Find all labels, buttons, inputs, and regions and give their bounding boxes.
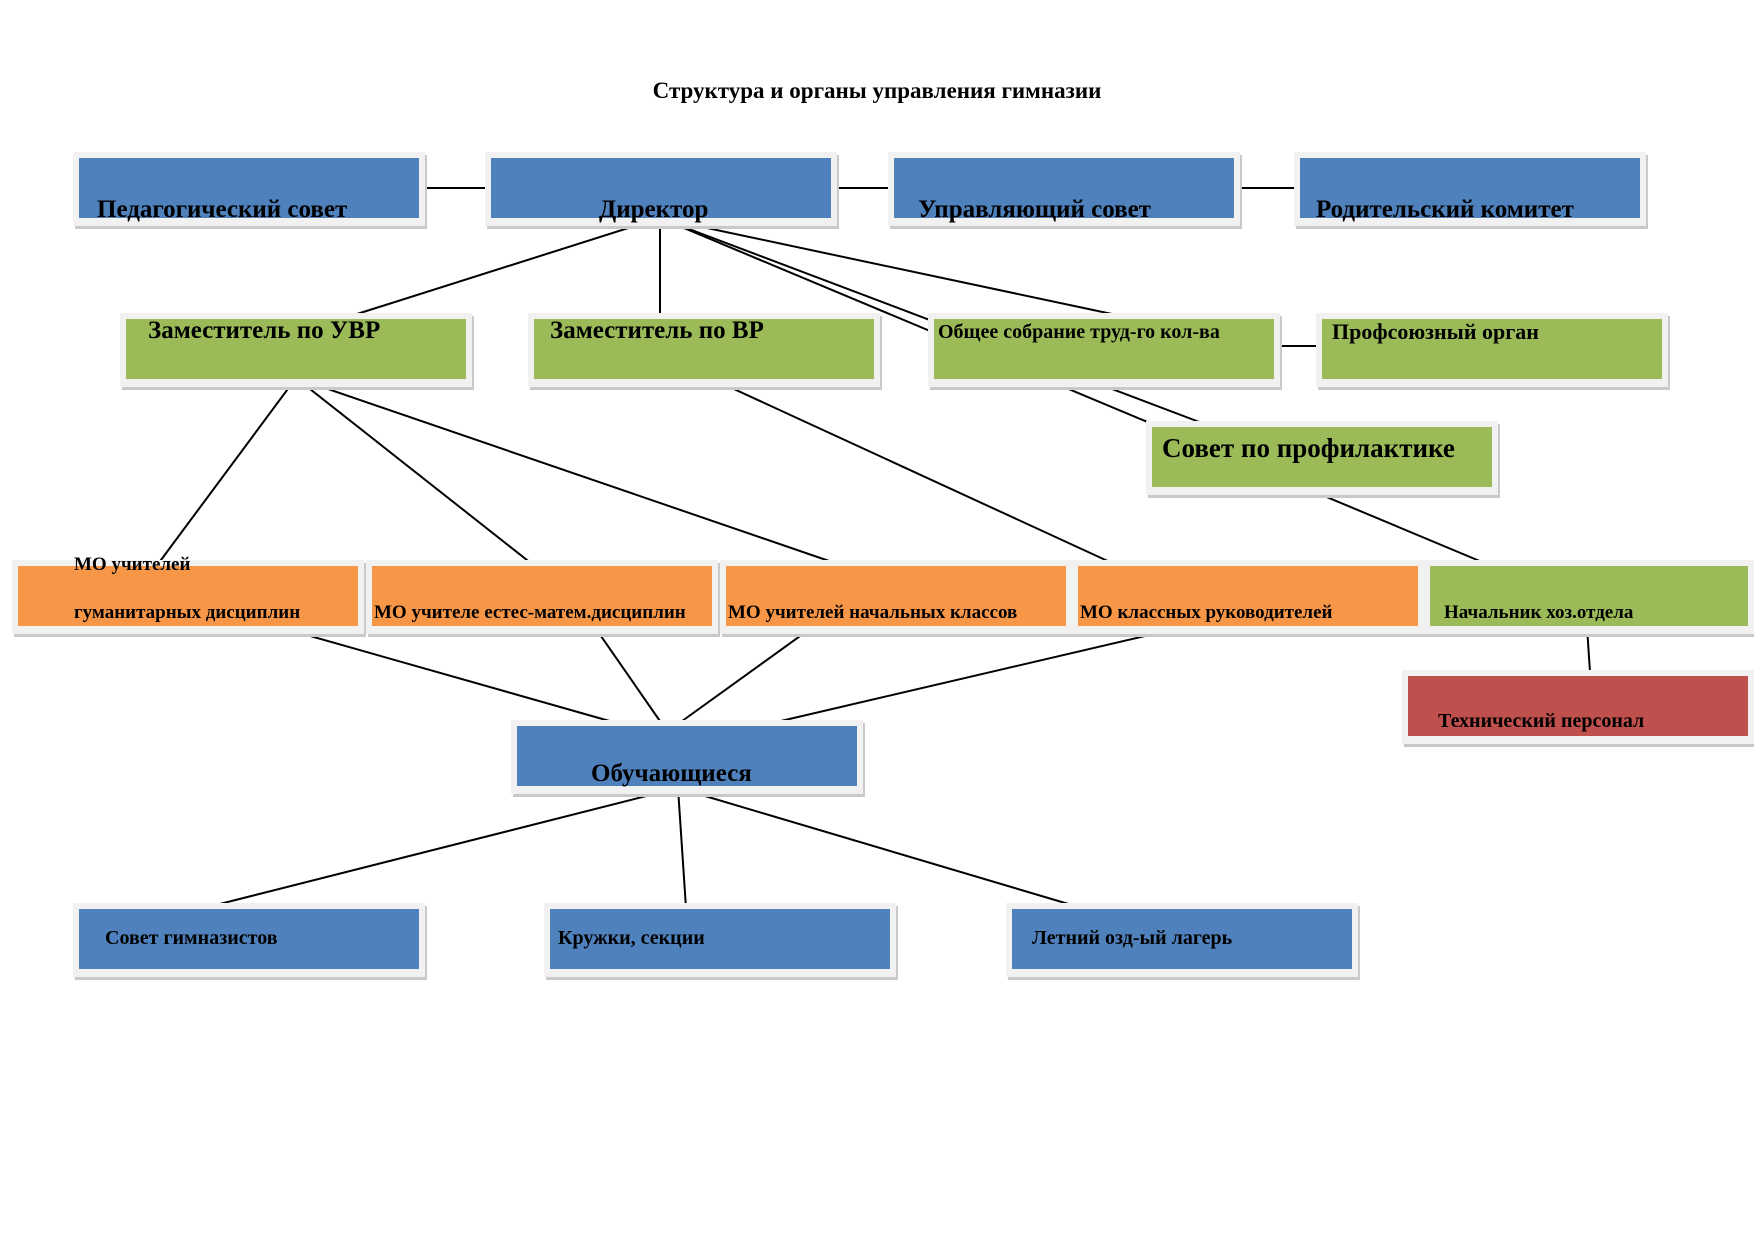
line-vr-moklass [709,377,1113,564]
node-label: Летний озд-ый лагерь [1032,927,1233,949]
line-obuch-lager [677,787,1083,909]
node-label: Обучающиеся [591,760,752,787]
node-label: Заместитель по ВР [550,317,764,344]
node-label: МО учителе естес-матем.дисциплин [374,602,686,623]
node-mo-gumanitar: МО учителей гуманитарных дисциплин [12,554,364,634]
node-label: Совет по профилактике [1162,433,1455,463]
line-monach-obuch [677,625,815,725]
node-ped-sovet: Педагогический совет [73,152,425,226]
node-label: Кружки, секции [558,927,705,949]
node-label: МО учителей [74,554,191,575]
node-zam-vr: Заместитель по ВР [528,313,880,387]
node-kruzhki: Кружки, секции [544,903,896,977]
line-director-uvr [356,217,661,315]
node-nach-hoz: Начальник хоз.отдела [1424,560,1754,634]
node-obsh-sobranie: Общее собрание труд-го кол-ва [928,313,1280,387]
node-label: Управляющий совет [918,196,1151,223]
node-obuchayushiesya: Обучающиеся [511,720,863,794]
node-profsoyuz: Профсоюзный орган [1316,313,1668,387]
node-letniy-lager: Летний озд-ый лагерь [1006,903,1358,977]
line-uvr-monach [295,377,833,563]
node-mo-nach-klass: МО учителей начальных классов [720,560,1072,634]
line-director-hoz [659,217,1483,563]
node-label: Профсоюзный орган [1332,319,1539,344]
node-label: Родительский комитет [1316,196,1574,223]
line-director-obsh [659,217,1113,315]
node-mo-est-matem: МО учителе естес-матем.дисциплин [366,560,718,634]
line-obuch-sovet [203,787,679,909]
line-obuch-kruzhki [677,787,687,909]
line-uvr-moest [295,377,533,565]
line-uvr-mogum [157,377,297,565]
node-label: МО классных руководителей [1080,602,1333,623]
node-director: Директор [485,152,837,226]
node-upr-sovet: Управляющий совет [888,152,1240,226]
node-label: Совет гимназистов [105,927,278,949]
node-rod-komitet: Родительский комитет [1294,152,1646,226]
node-label: МО учителей начальных классов [728,602,1018,623]
node-label: Заместитель по УВР [148,317,381,344]
node-sovet-profilaktike: Совет по профилактике [1146,421,1498,495]
line-mogum-obuch [274,625,621,725]
node-zam-uvr: Заместитель по УВР [120,313,472,387]
node-mo-klass-ruk: МО классных руководителей [1072,560,1424,634]
node-tech-personal: Технический персонал [1402,670,1754,744]
node-label: Общее собрание труд-го кол-ва [938,321,1220,343]
node-label: Технический персонал [1438,710,1645,732]
node-label: Педагогический совет [97,196,348,223]
node-sovet-gimnazistov: Совет гимназистов [73,903,425,977]
line-moest-obuch [593,625,663,725]
line-hoz-tech [1586,626,1591,673]
node-label: Начальник хоз.отдела [1444,602,1634,623]
diagram-title: Структура и органы управления гимназии [652,78,1102,103]
node-label: Директор [599,196,709,223]
node-label: гуманитарных дисциплин [74,602,301,623]
line-moklass-obuch [767,625,1189,725]
